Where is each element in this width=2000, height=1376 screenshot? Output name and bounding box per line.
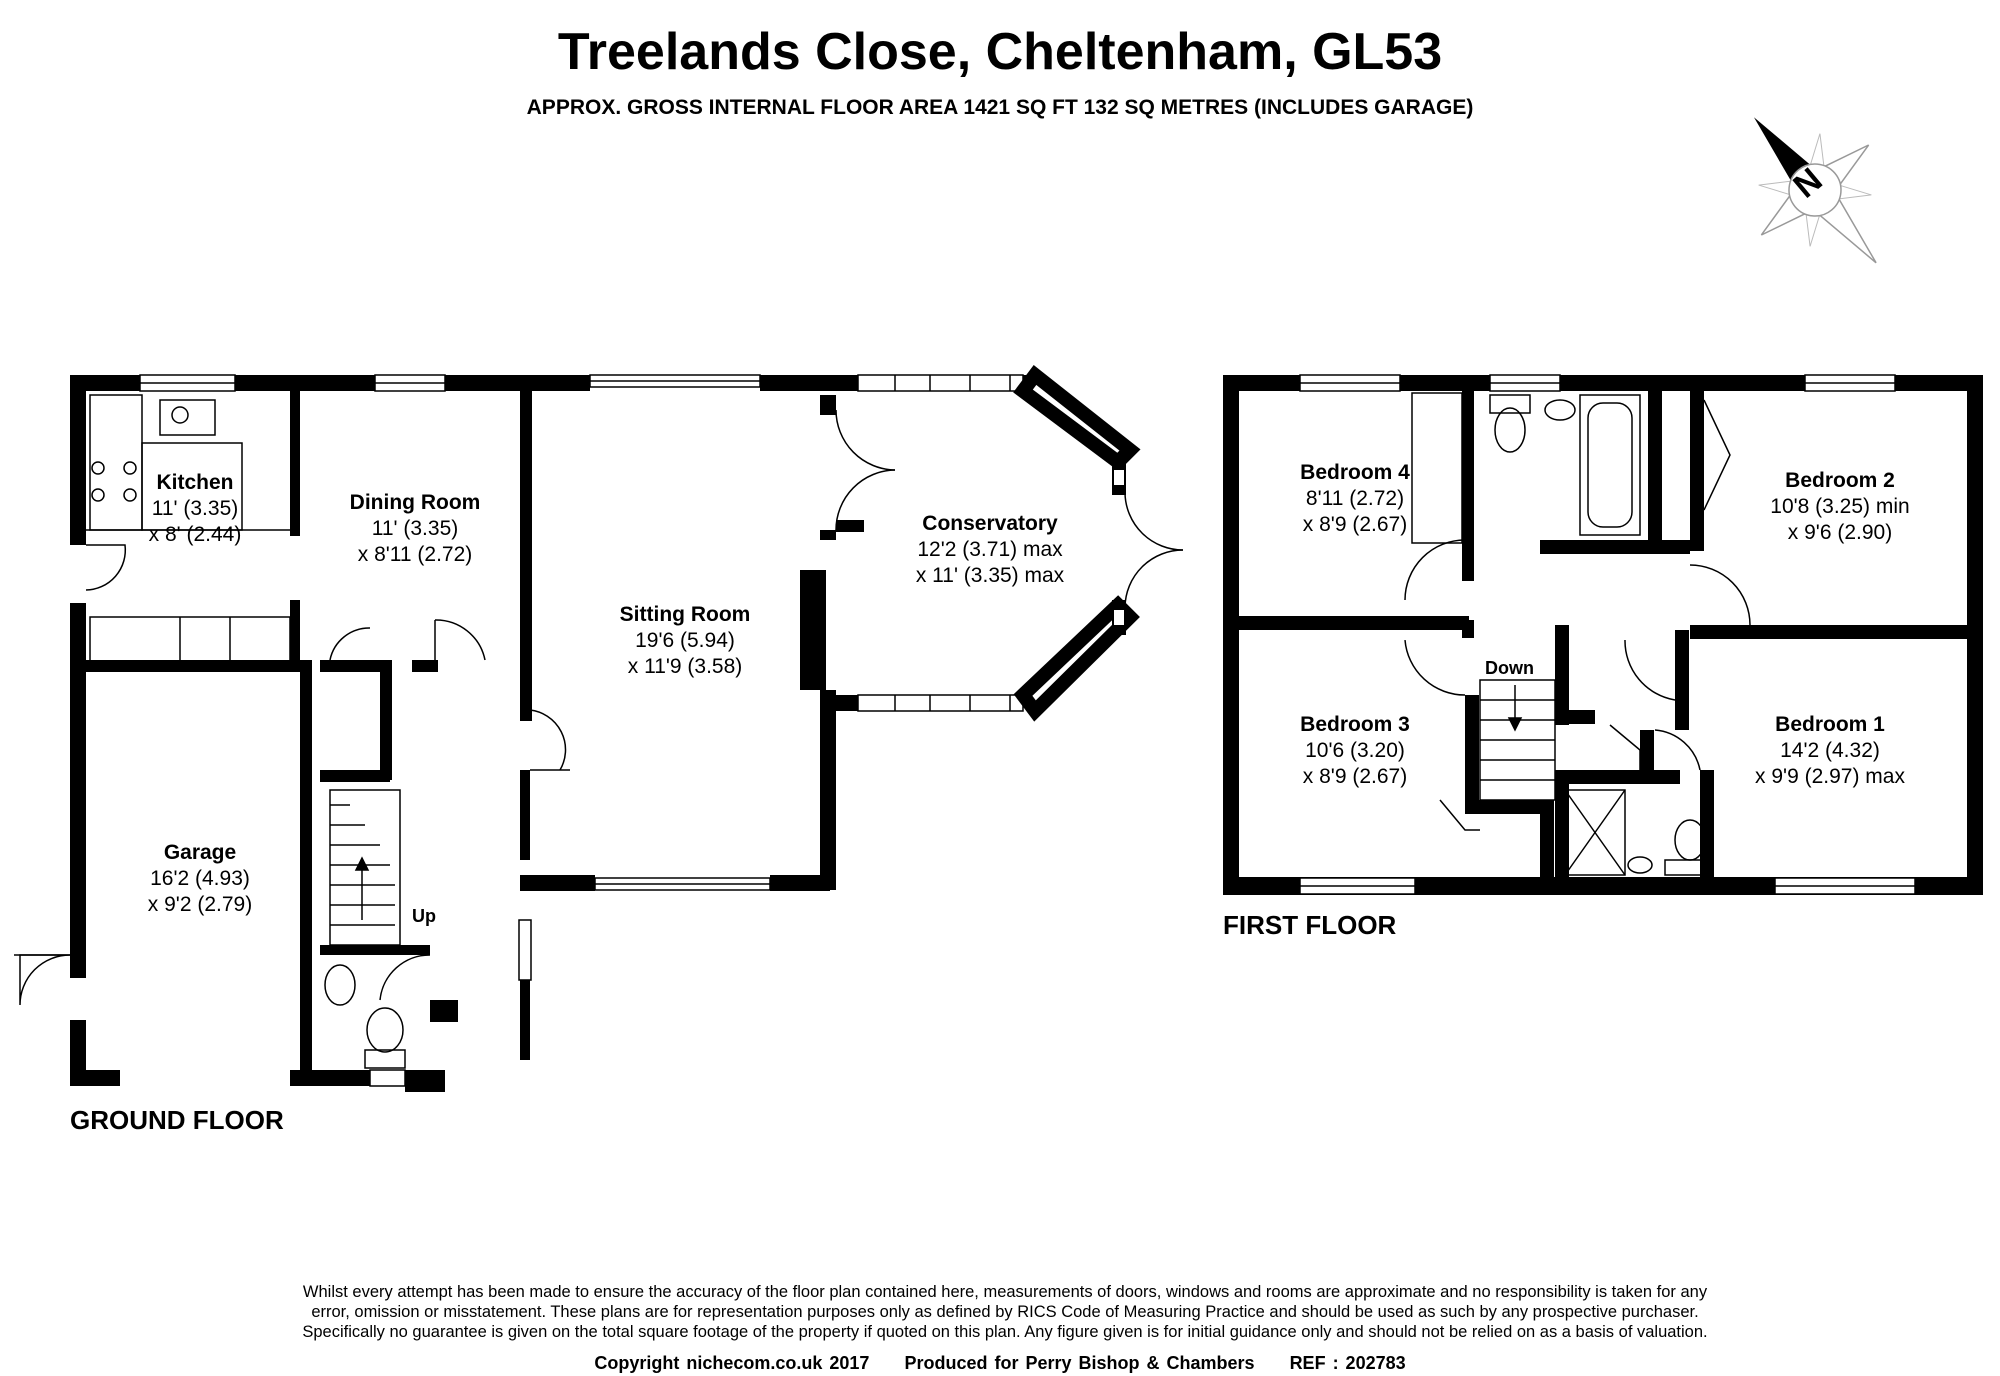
disclaimer-line: Specifically no guarantee is given on th… [302,1323,1708,1341]
stairs-down-label: Down [1485,658,1534,678]
produced-for-text: Produced for Perry Bishop & Chambers [904,1353,1255,1373]
room-dimension-width: x 8'11 (2.72) [357,543,473,566]
ground-floor-fittings [14,374,1184,1087]
room-dimension-length: 8'11 (2.72) [1305,487,1405,510]
disclaimer-text: Whilst every attempt has been made to en… [230,1282,1780,1342]
room-dimension-width: x 8' (2.44) [148,523,242,546]
reference-text: REF : 202783 [1289,1353,1406,1373]
first-floor-label: FIRST FLOOR [1223,910,1397,940]
room-garage: Garage 16'2 (4.93) x 9'2 (2.79) [100,840,300,918]
room-name: Bedroom 4 [1300,461,1410,484]
stairs-up-label: Up [412,906,436,926]
room-name: Conservatory [922,512,1058,535]
room-dimension-width: x 8'9 (2.67) [1302,765,1408,788]
room-kitchen: Kitchen 11' (3.35) x 8' (2.44) [120,470,270,548]
room-dimension-length: 10'8 (3.25) min [1770,495,1910,518]
room-name: Bedroom 3 [1300,713,1410,736]
room-dimension-length: 16'2 (4.93) [150,867,250,890]
room-dimension-width: x 11' (3.35) max [915,564,1065,587]
room-dimension-width: x 11'9 (3.58) [627,655,743,678]
north-compass-icon [1753,117,1877,264]
room-name: Kitchen [156,471,234,494]
room-dimension-length: 12'2 (3.71) max [917,538,1063,561]
disclaimer-line: error, omission or misstatement. These p… [311,1303,1699,1321]
room-dimension-length: 11' (3.35) [151,497,239,520]
room-dimension-width: x 9'2 (2.79) [147,893,253,916]
room-name: Sitting Room [619,603,751,626]
room-dimension-length: 10'6 (3.20) [1305,739,1405,762]
plan-title: Treelands Close, Cheltenham, GL53 [557,23,1443,81]
room-dimension-length: 14'2 (4.32) [1780,739,1880,762]
room-name: Dining Room [349,491,481,514]
room-bedroom-2: Bedroom 2 10'8 (3.25) min x 9'6 (2.90) [1720,468,1960,546]
room-name: Bedroom 1 [1775,713,1885,736]
floor-area-subtitle: APPROX. GROSS INTERNAL FLOOR AREA 1421 S… [526,96,1474,119]
room-dimension-width: x 9'9 (2.97) max [1755,765,1905,788]
ground-floor-label: GROUND FLOOR [70,1105,284,1135]
room-dining-room: Dining Room 11' (3.35) x 8'11 (2.72) [315,490,515,568]
conservatory-bay-walls [1013,365,1141,722]
room-name: Garage [163,841,237,864]
disclaimer-line: Whilst every attempt has been made to en… [302,1283,1708,1301]
first-floor-fittings [1299,374,1916,895]
room-dimension-length: 11' (3.35) [371,517,459,540]
room-bedroom-4: Bedroom 4 8'11 (2.72) x 8'9 (2.67) [1260,460,1450,538]
room-dimension-width: x 8'9 (2.67) [1302,513,1408,536]
room-dimension-width: x 9'6 (2.90) [1787,521,1893,544]
copyright-text: Copyright nichecom.co.uk 2017 [594,1353,870,1373]
room-name: Bedroom 2 [1785,469,1895,492]
room-dimension-length: 19'6 (5.94) [635,629,735,652]
room-conservatory: Conservatory 12'2 (3.71) max x 11' (3.35… [880,511,1100,589]
room-bedroom-1: Bedroom 1 14'2 (4.32) x 9'9 (2.97) max [1710,712,1950,790]
room-sitting-room: Sitting Room 19'6 (5.94) x 11'9 (3.58) [585,602,785,680]
first-floor-walls [1223,375,1983,895]
copyright-line: Copyright nichecom.co.uk 2017 Produced f… [0,1353,2000,1374]
room-bedroom-3: Bedroom 3 10'6 (3.20) x 8'9 (2.67) [1260,712,1450,790]
